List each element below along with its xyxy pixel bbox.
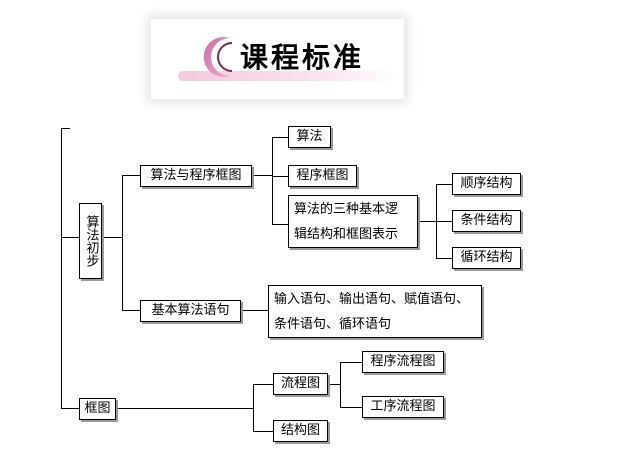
connector	[436, 258, 452, 259]
banner-stripe	[178, 71, 398, 81]
connector	[328, 384, 340, 385]
connector	[272, 224, 288, 225]
process-flow-chart-node: 工序流程图	[362, 396, 444, 418]
statements-line1: 输入语句、输出语句、赋值语句、	[274, 292, 470, 307]
connector	[241, 310, 268, 311]
connector	[340, 362, 341, 407]
connector	[61, 408, 79, 409]
loop-structure-node: 循环结构	[452, 247, 521, 269]
basic-logic-line1: 算法的三种基本逻	[294, 202, 399, 217]
connector	[340, 362, 362, 363]
connector	[252, 175, 272, 176]
connector	[253, 384, 254, 431]
connector	[436, 184, 452, 185]
connector	[253, 384, 273, 385]
program-flow-chart-node: 程序流程图	[362, 351, 444, 373]
framing-node: 框图	[79, 398, 116, 420]
root-node: 算法初步	[79, 203, 102, 279]
connector	[61, 128, 62, 408]
connector	[122, 175, 123, 310]
connector	[61, 128, 70, 129]
connector	[253, 431, 273, 432]
program-flowchart-node: 程序框图	[288, 165, 357, 187]
connector	[272, 137, 273, 224]
connector	[340, 407, 362, 408]
connector	[272, 137, 288, 138]
connector	[122, 175, 140, 176]
statements-node: 输入语句、输出语句、赋值语句、 条件语句、循环语句	[268, 285, 482, 338]
flow-chart-node: 流程图	[273, 373, 328, 395]
condition-structure-node: 条件结构	[452, 210, 521, 232]
crescent-icon	[203, 37, 233, 77]
basic-statements-node: 基本算法语句	[140, 300, 241, 322]
connector	[272, 176, 288, 177]
algorithm-node: 算法	[288, 126, 331, 148]
sequence-structure-node: 顺序结构	[452, 173, 521, 195]
statements-line2: 条件语句、循环语句	[274, 317, 392, 332]
connector	[436, 221, 452, 222]
connector	[122, 310, 140, 311]
connector	[102, 237, 122, 238]
connector	[418, 221, 436, 222]
structure-chart-node: 结构图	[273, 420, 328, 442]
connector	[61, 237, 79, 238]
basic-logic-line2: 辑结构和框图表示	[294, 227, 399, 242]
header-banner	[151, 19, 404, 99]
basic-logic-node: 算法的三种基本逻 辑结构和框图表示	[288, 195, 418, 248]
page-title: 课程标准	[240, 41, 365, 74]
algorithm-flowchart-node: 算法与程序框图	[140, 165, 252, 187]
connector	[116, 408, 253, 409]
